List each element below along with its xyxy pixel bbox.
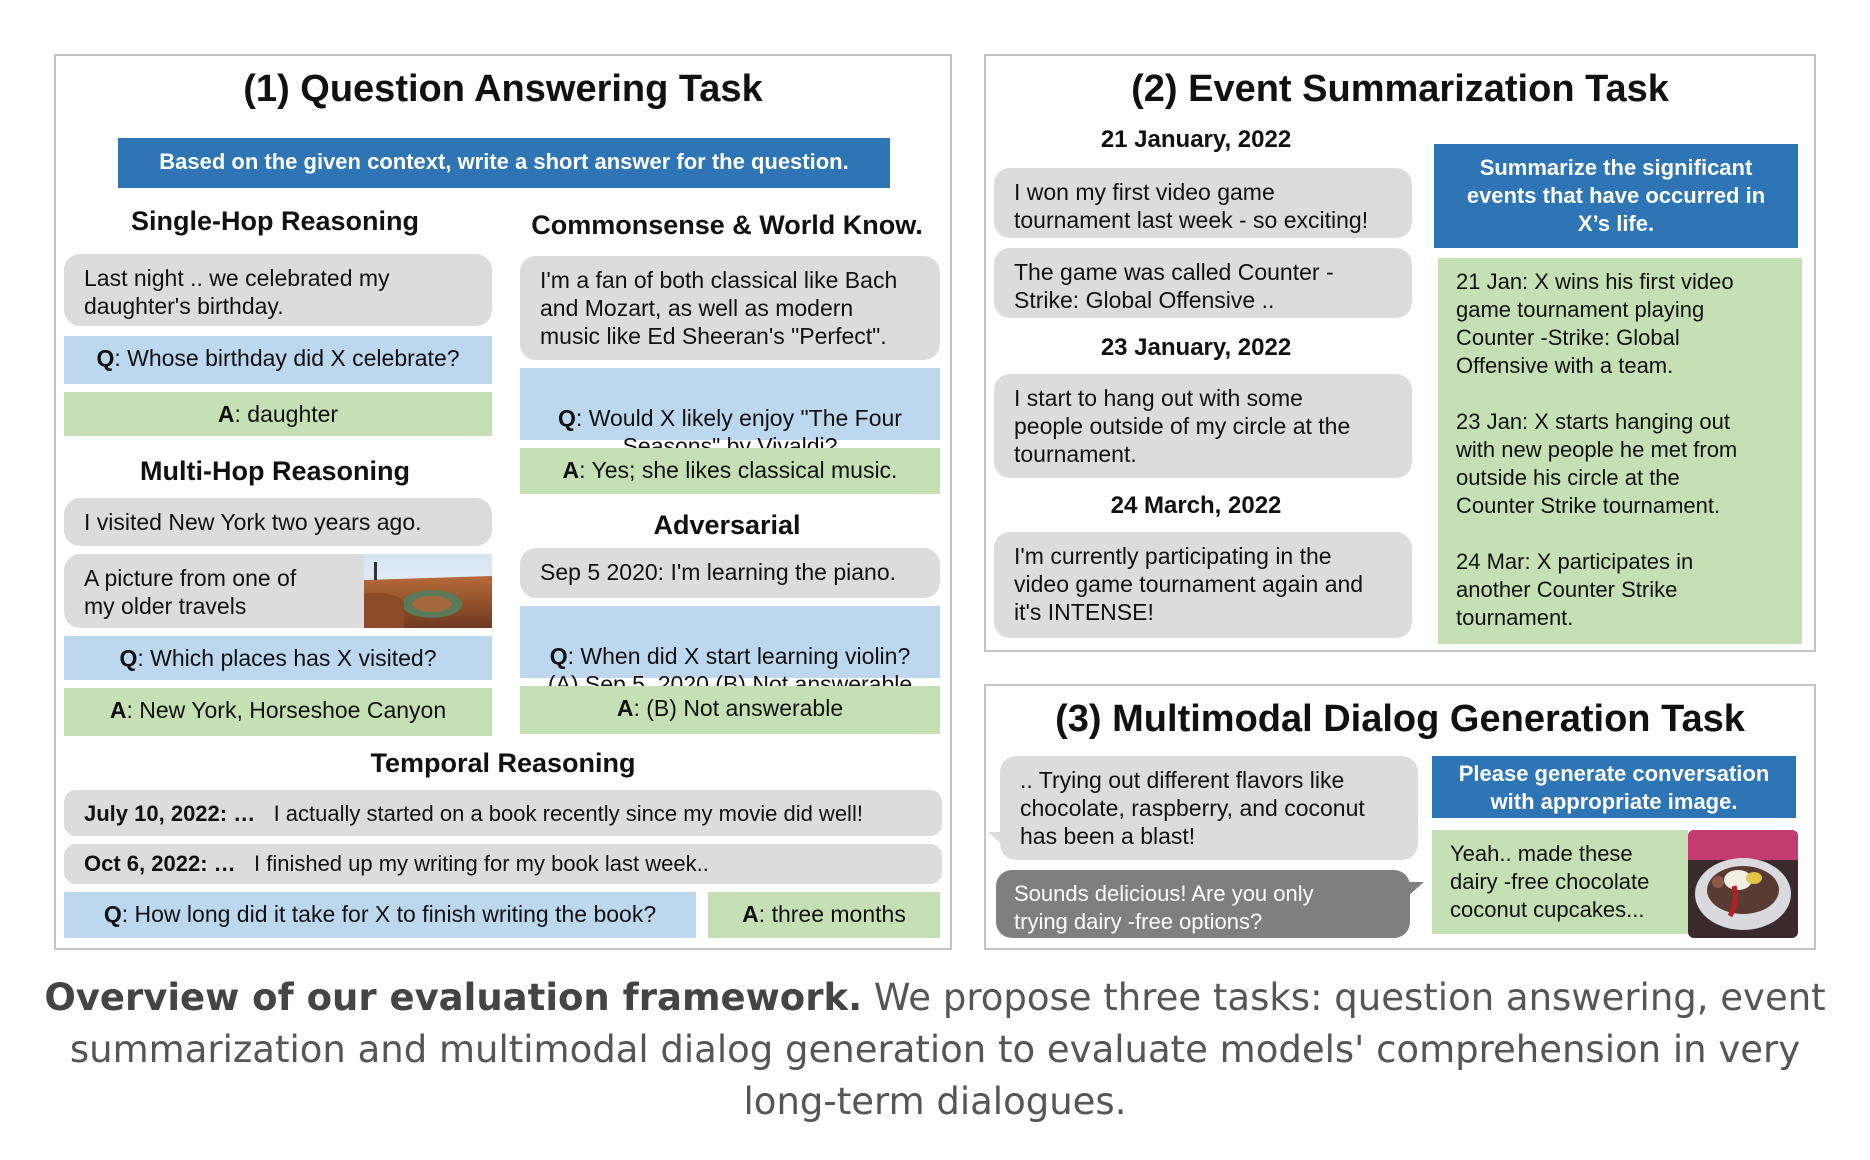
canyon-photo-svg	[364, 554, 492, 628]
temporal-text-1: I actually started on a book recently si…	[273, 801, 863, 826]
a-text: : three months	[758, 901, 906, 927]
md-reply-message: Sounds delicious! Are you only trying da…	[996, 870, 1410, 938]
es-date-3: 24 March, 2022	[1110, 492, 1282, 519]
a-text: : New York, Horseshoe Canyon	[126, 697, 447, 723]
temporal-question: Q: How long did it take for X to finish …	[64, 892, 696, 938]
es-message-3: I'm currently participating in the video…	[994, 532, 1412, 638]
figure-caption: Overview of our evaluation framework. We…	[40, 972, 1830, 1128]
es-summary-1: 21 Jan: X wins his first video game tour…	[1456, 269, 1734, 378]
q-label: Q	[103, 901, 122, 927]
es-date-1: 21 January, 2022	[1100, 126, 1292, 153]
q-text: : Which places has X visited?	[137, 645, 437, 671]
caption-bold: Overview of our evaluation framework.	[44, 976, 863, 1019]
es-summary-3: 24 Mar: X participates in another Counte…	[1456, 549, 1694, 630]
q-text: : How long did it take for X to finish w…	[121, 901, 657, 927]
q-label: Q	[549, 643, 568, 669]
single-hop-context: Last night .. we celebrated my daughter'…	[64, 254, 492, 326]
a-label: A	[109, 697, 127, 723]
es-message-1b: The game was called Counter - Strike: Gl…	[994, 248, 1412, 318]
q-text: : Whose birthday did X celebrate?	[114, 345, 460, 371]
adversarial-heading: Adversarial	[653, 510, 801, 540]
multi-hop-heading: Multi-Hop Reasoning	[140, 456, 410, 486]
qa-instruction: Based on the given context, write a shor…	[118, 138, 890, 188]
q-label: Q	[558, 405, 576, 431]
es-summary-2: 23 Jan: X starts hanging out with new pe…	[1456, 409, 1738, 518]
adversarial-answer: A: (B) Not answerable	[520, 686, 940, 734]
adversarial-context: Sep 5 2020: I'm learning the piano.	[520, 548, 940, 598]
temporal-context-2: Oct 6, 2022: … I finished up my writing …	[64, 844, 942, 884]
commonsense-question: Q: Would X likely enjoy "The Four Season…	[520, 368, 940, 459]
multi-hop-context-1: I visited New York two years ago.	[64, 498, 492, 546]
md-user-message: .. Trying out different flavors like cho…	[1000, 756, 1418, 860]
es-summary: 21 Jan: X wins his first video game tour…	[1438, 258, 1802, 644]
a-text: : Yes; she likes classical music.	[579, 457, 898, 483]
q-label: Q	[119, 645, 138, 671]
md-reply-tail	[1408, 882, 1424, 896]
a-label: A	[742, 901, 759, 927]
temporal-heading: Temporal Reasoning	[370, 748, 636, 778]
es-instruction: Summarize the significant events that ha…	[1434, 144, 1798, 248]
temporal-text-2: I finished up my writing for my book las…	[253, 851, 709, 876]
commonsense-heading: Commonsense & World Know.	[531, 210, 923, 240]
md-user-tail	[988, 832, 1004, 846]
qa-title: (1) Question Answering Task	[243, 68, 763, 110]
single-hop-answer: A: daughter	[64, 392, 492, 436]
canyon-photo	[364, 554, 492, 628]
es-date-2: 23 January, 2022	[1100, 334, 1292, 361]
single-hop-heading: Single-Hop Reasoning	[130, 206, 419, 236]
md-panel: (3) Multimodal Dialog Generation Task ..…	[984, 684, 1816, 950]
multi-hop-context-2: A picture from one of my older travels	[64, 554, 364, 628]
cupcake-photo-svg	[1688, 830, 1798, 938]
multi-hop-question: Q: Which places has X visited?	[64, 636, 492, 680]
temporal-date-1: July 10, 2022: …	[84, 801, 256, 826]
md-title: (3) Multimodal Dialog Generation Task	[1055, 698, 1745, 740]
commonsense-context: I'm a fan of both classical like Bach an…	[520, 256, 940, 360]
qa-panel: (1) Question Answering Task Based on the…	[54, 54, 952, 950]
temporal-answer: A: three months	[708, 892, 940, 938]
es-panel: (2) Event Summarization Task 21 January,…	[984, 54, 1816, 652]
md-response: Yeah.. made these dairy -free chocolate …	[1432, 830, 1688, 934]
q-label: Q	[96, 345, 115, 371]
a-label: A	[217, 401, 235, 427]
commonsense-answer: A: Yes; she likes classical music.	[520, 448, 940, 494]
caption-rest: We propose three tasks: question answeri…	[69, 976, 1826, 1123]
a-text: : daughter	[234, 401, 339, 427]
md-instruction: Please generate conversation with approp…	[1432, 756, 1796, 818]
cupcake-photo	[1688, 830, 1798, 938]
es-message-1a: I won my first video game tournament las…	[994, 168, 1412, 238]
single-hop-question: Q: Whose birthday did X celebrate?	[64, 336, 492, 384]
adversarial-question: Q: When did X start learning violin? (A)…	[520, 606, 940, 697]
temporal-date-2: Oct 6, 2022: …	[84, 851, 236, 876]
a-label: A	[562, 457, 580, 483]
a-text: : (B) Not answerable	[633, 695, 844, 721]
a-label: A	[616, 695, 634, 721]
es-title: (2) Event Summarization Task	[1131, 68, 1669, 110]
es-message-2: I start to hang out with some people out…	[994, 374, 1412, 478]
multi-hop-answer: A: New York, Horseshoe Canyon	[64, 688, 492, 736]
temporal-context-1: July 10, 2022: … I actually started on a…	[64, 790, 942, 836]
